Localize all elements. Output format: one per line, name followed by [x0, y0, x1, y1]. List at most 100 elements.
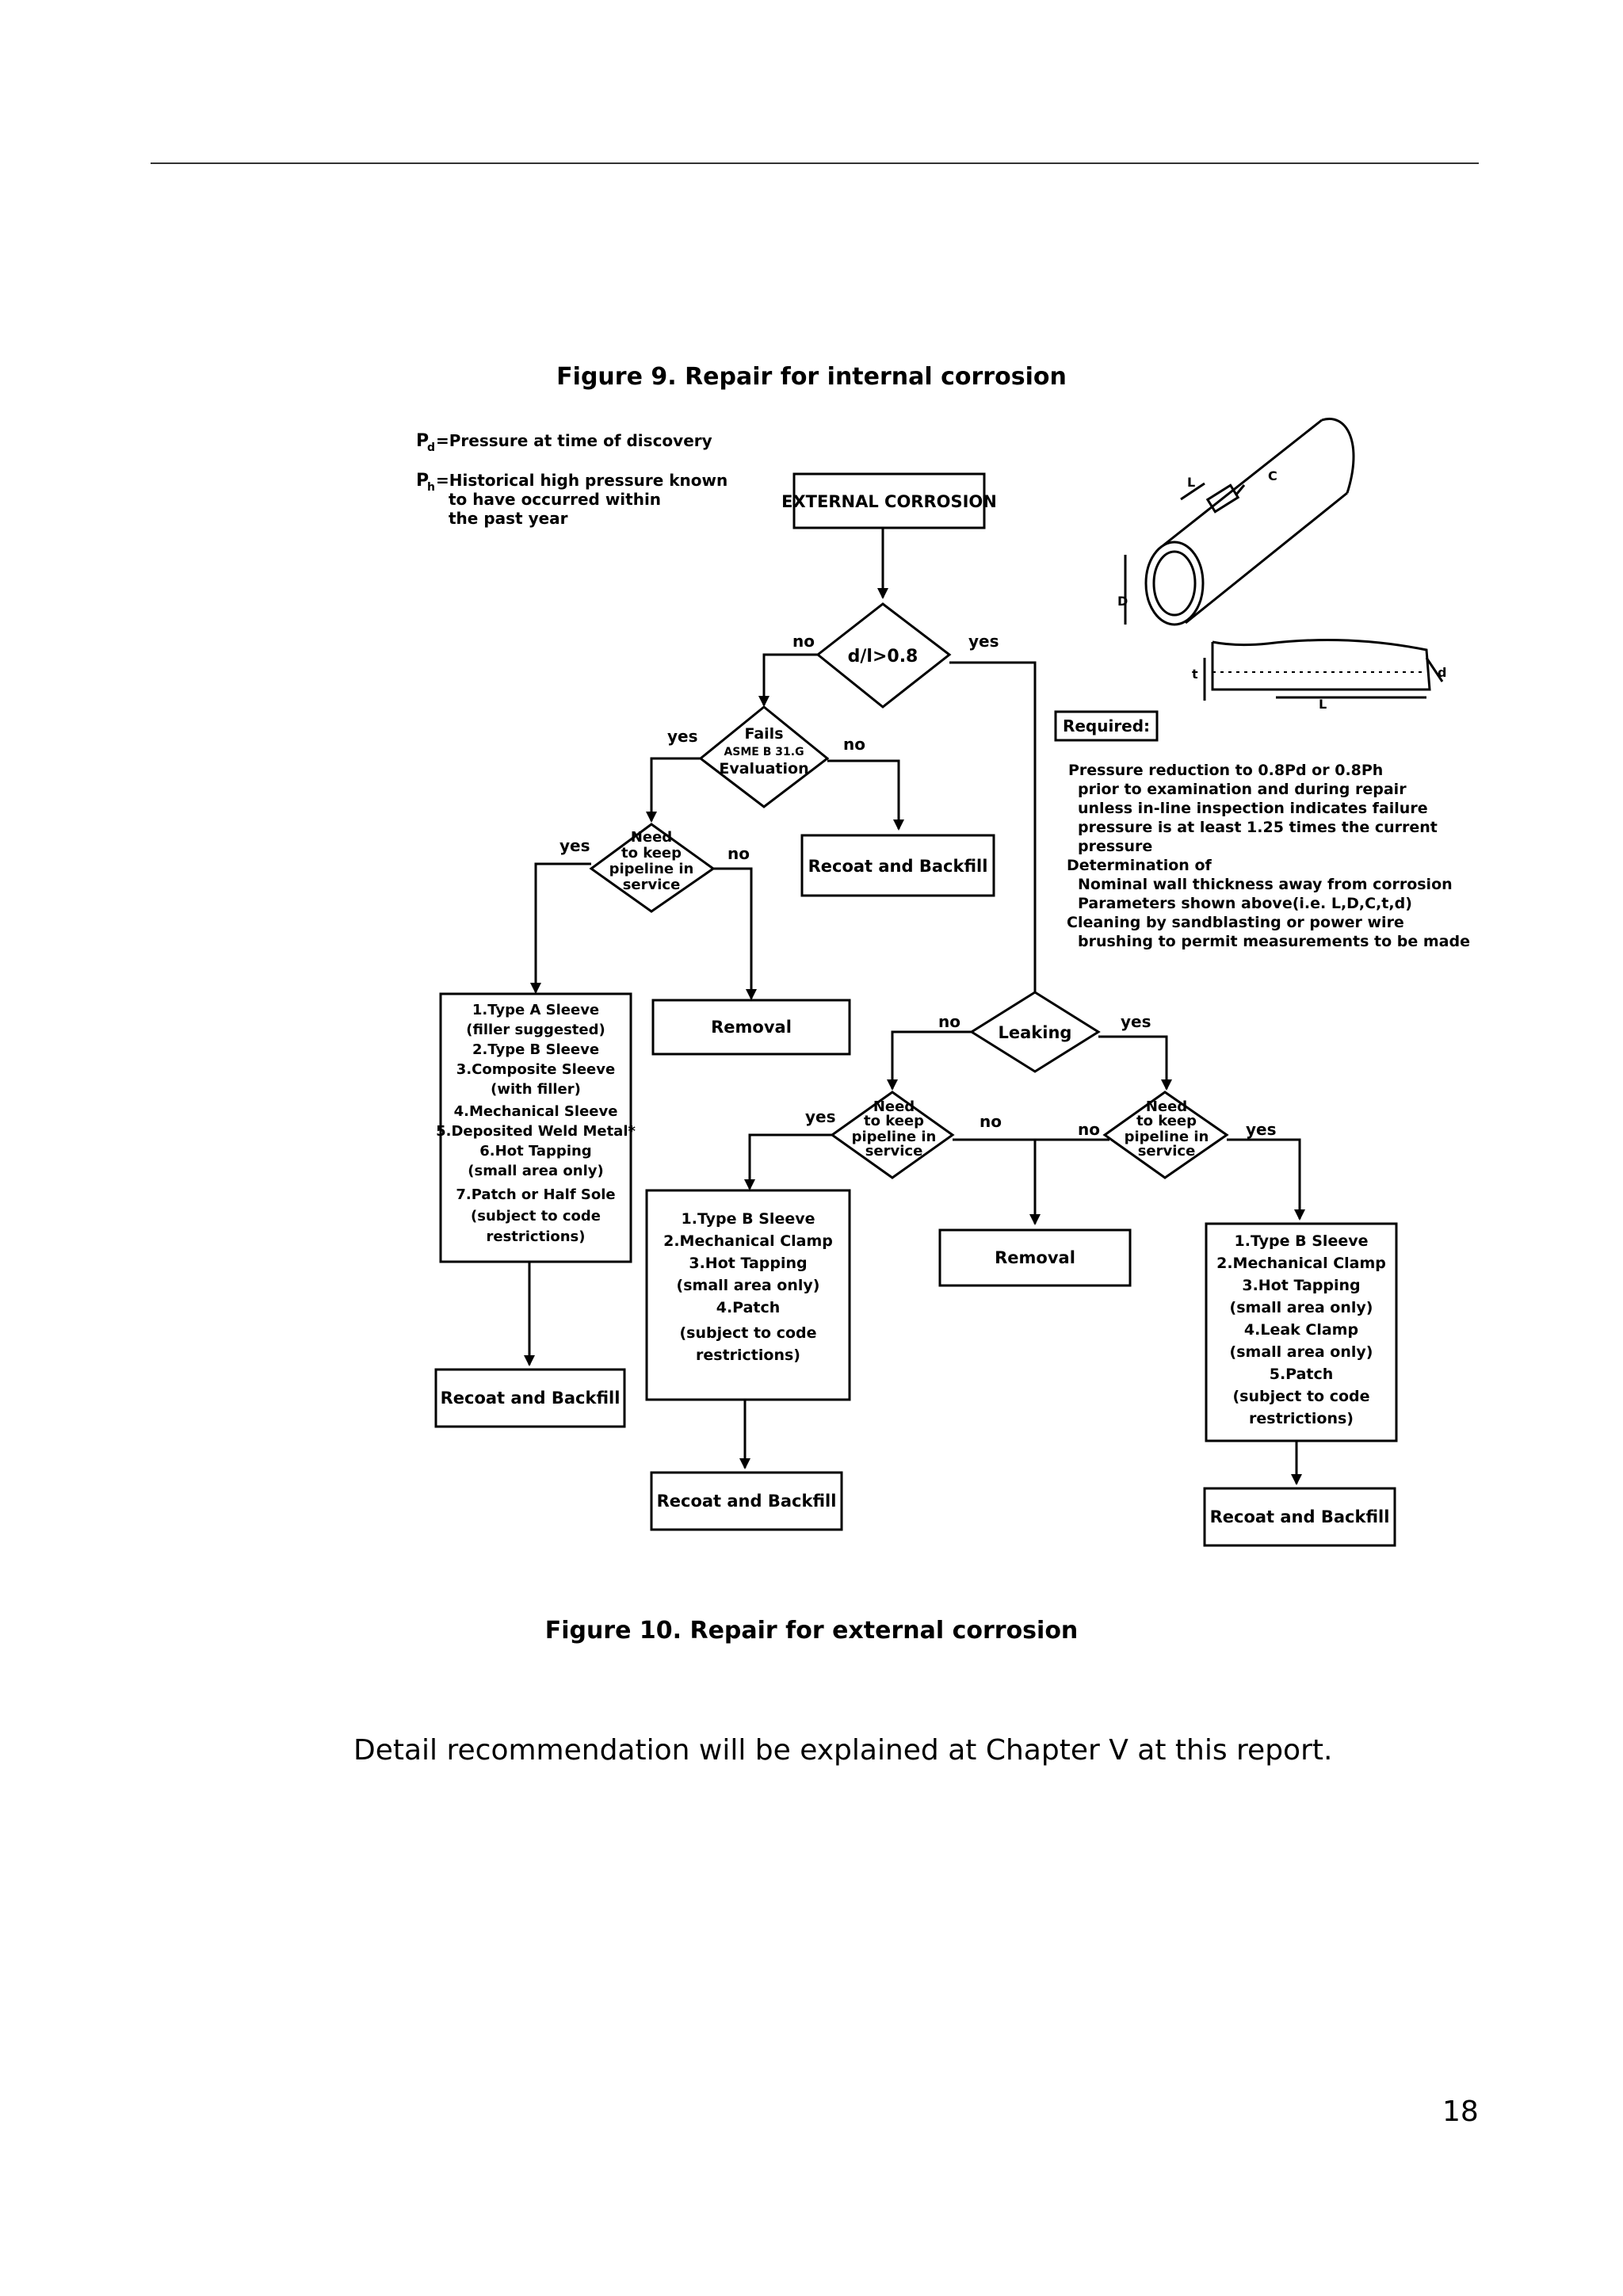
svg-text:to keep: to keep	[1136, 1113, 1197, 1129]
svg-text:1.Type B Sleeve: 1.Type B Sleeve	[682, 1210, 815, 1228]
svg-text:(small area only): (small area only)	[468, 1163, 603, 1179]
keep-right-no-label: no	[1078, 1120, 1100, 1139]
svg-text:pipeline in: pipeline in	[1125, 1129, 1209, 1145]
required-text: Pressure reduction to 0.8Pd or 0.8Ph pri…	[1067, 762, 1470, 950]
keep-left-line-1: Need	[631, 829, 672, 846]
ratio-no-label: no	[792, 632, 815, 651]
legend-ph-line-2: to have occurred within	[449, 490, 661, 509]
svg-text:(small area only): (small area only)	[1230, 1343, 1373, 1361]
repair-options-left	[439, 992, 632, 1263]
fails-no-label: no	[843, 735, 865, 754]
svg-text:(with filler): (with filler)	[491, 1081, 581, 1098]
keep-left-yes-label: yes	[559, 836, 590, 855]
svg-text:C: C	[1268, 468, 1277, 483]
recoat-mid-label: Recoat and Backfill	[657, 1492, 837, 1511]
removal-left-label: Removal	[711, 1018, 792, 1037]
svg-text:Parameters shown above(i.e. L,: Parameters shown above(i.e. L,D,C,t,d)	[1078, 895, 1412, 912]
svg-text:5.Patch: 5.Patch	[1270, 1366, 1334, 1383]
svg-text:brushing to permit measurement: brushing to permit measurements to be ma…	[1078, 933, 1470, 950]
required-title: Required:	[1063, 716, 1150, 735]
svg-text:P: P	[416, 431, 429, 451]
figure-9-caption: Figure 9. Repair for internal corrosion	[556, 363, 1067, 391]
svg-text:Nominal wall thickness away fr: Nominal wall thickness away from corrosi…	[1078, 876, 1453, 893]
keep-left-no-label: no	[727, 844, 750, 863]
svg-text:4.Patch: 4.Patch	[716, 1299, 781, 1316]
svg-text:2.Mechanical Clamp: 2.Mechanical Clamp	[663, 1232, 833, 1250]
svg-text:h: h	[427, 481, 435, 494]
recoat-box-top	[800, 834, 995, 897]
fails-line-2: ASME B 31.G	[724, 746, 804, 758]
decision-ratio-label: d/l>0.8	[848, 647, 918, 667]
keep-left-line-3: pipeline in	[609, 861, 694, 877]
svg-text:restrictions): restrictions)	[1249, 1410, 1354, 1427]
svg-text:unless in-line inspection indi: unless in-line inspection indicates fail…	[1078, 800, 1428, 817]
repair-options-mid	[645, 1189, 851, 1401]
decision-leaking	[969, 991, 1101, 1073]
repair-left-text: 1.Type A Sleeve (filler suggested) 2.Typ…	[436, 1002, 636, 1245]
svg-text:to keep: to keep	[864, 1113, 924, 1129]
svg-text:Determination of: Determination of	[1067, 857, 1212, 874]
fails-line-1: Fails	[744, 725, 783, 743]
svg-text:service: service	[865, 1143, 923, 1159]
svg-text:3.Hot Tapping: 3.Hot Tapping	[689, 1255, 807, 1272]
leaking-label: Leaking	[999, 1023, 1072, 1042]
keep-left-line-4: service	[623, 877, 681, 893]
keep-mid-no-label: no	[980, 1112, 1002, 1131]
repair-mid-text: 1.Type B Sleeve 2.Mechanical Clamp 3.Hot…	[663, 1210, 833, 1364]
figure-10-caption: Figure 10. Repair for external corrosion	[544, 1617, 1079, 1645]
svg-text:pipeline in: pipeline in	[852, 1129, 937, 1145]
flowchart-external-corrosion: P d =Pressure at time of discovery P h =…	[416, 418, 1470, 1547]
svg-text:pressure: pressure	[1078, 838, 1152, 855]
decision-keep-left	[589, 823, 716, 913]
keep-left-line-2: to keep	[621, 845, 682, 861]
svg-text:L: L	[1187, 475, 1195, 490]
svg-text:1.Type A Sleeve: 1.Type A Sleeve	[472, 1002, 599, 1018]
svg-text:(small area only): (small area only)	[1230, 1299, 1373, 1316]
legend-ph-line-3: the past year	[449, 509, 568, 528]
recoat-top-label: Recoat and Backfill	[808, 857, 988, 876]
svg-text:Pressure reduction to 0.8Pd or: Pressure reduction to 0.8Pd or 0.8Ph	[1068, 762, 1383, 779]
svg-text:2.Mechanical Clamp: 2.Mechanical Clamp	[1216, 1255, 1386, 1272]
svg-text:D: D	[1117, 594, 1128, 609]
svg-text:pressure is at least 1.25 time: pressure is at least 1.25 times the curr…	[1078, 819, 1438, 836]
decision-keep-mid	[830, 1091, 955, 1179]
svg-text:(small area only): (small area only)	[677, 1277, 820, 1294]
decision-ratio	[815, 602, 952, 709]
pipe-illustration	[1124, 418, 1444, 701]
svg-text:4.Mechanical Sleeve: 4.Mechanical Sleeve	[454, 1103, 618, 1120]
svg-text:P: P	[416, 471, 429, 491]
svg-text:(subject to code: (subject to code	[679, 1324, 816, 1342]
svg-text:4.Leak Clamp: 4.Leak Clamp	[1244, 1321, 1358, 1339]
svg-text:(filler suggested): (filler suggested)	[466, 1022, 605, 1038]
recoat-box-left	[434, 1368, 626, 1428]
header-rule	[151, 162, 1479, 164]
svg-text:(subject to code: (subject to code	[471, 1208, 601, 1224]
decision-keep-right	[1102, 1091, 1229, 1179]
removal-mid-label: Removal	[995, 1248, 1075, 1267]
svg-text:t: t	[1192, 667, 1198, 682]
required-title-box	[1054, 710, 1159, 742]
svg-text:3.Composite Sleeve: 3.Composite Sleeve	[456, 1061, 615, 1078]
repair-options-right	[1205, 1222, 1398, 1442]
svg-text:1.Type B Sleeve: 1.Type B Sleeve	[1235, 1232, 1369, 1250]
keep-mid-yes-label: yes	[805, 1107, 836, 1126]
removal-box-mid	[938, 1228, 1132, 1287]
start-label: EXTERNAL CORROSION	[781, 492, 997, 511]
svg-text:restrictions): restrictions)	[696, 1347, 800, 1364]
recoat-box-right	[1203, 1487, 1396, 1547]
legend-pd: =Pressure at time of discovery	[436, 431, 712, 450]
svg-text:(subject to code: (subject to code	[1232, 1388, 1369, 1405]
svg-text:3.Hot Tapping: 3.Hot Tapping	[1242, 1277, 1360, 1294]
removal-box-left	[651, 999, 851, 1056]
svg-text:Need: Need	[873, 1098, 915, 1115]
svg-text:Need: Need	[1146, 1098, 1187, 1115]
body-paragraph: Detail recommendation will be explained …	[353, 1734, 1333, 1767]
svg-text:prior to examination and durin: prior to examination and during repair	[1078, 781, 1407, 798]
legend: P d =Pressure at time of discovery P h =…	[416, 431, 727, 528]
pipe-labels: L C D t d L	[1117, 468, 1446, 712]
page-number: 18	[1442, 2095, 1479, 2128]
legend-ph-line-1: =Historical high pressure known	[436, 471, 727, 490]
svg-text:d: d	[427, 441, 435, 454]
keep-right-yes-label: yes	[1246, 1120, 1277, 1139]
svg-text:2.Type B Sleeve: 2.Type B Sleeve	[472, 1041, 599, 1058]
